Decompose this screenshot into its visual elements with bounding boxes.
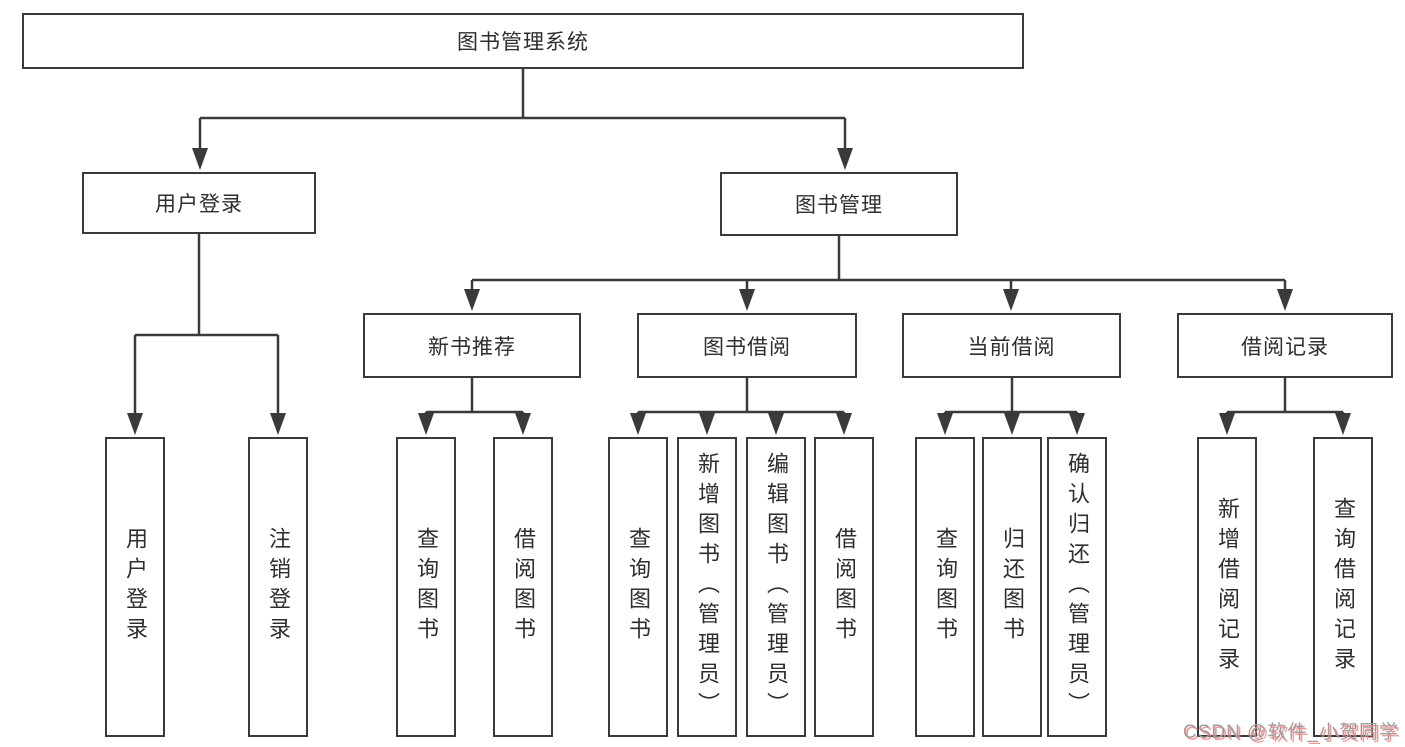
arrow-down-icon (127, 413, 143, 435)
node-user-login: 用户登录 (82, 172, 316, 234)
leaf-user-login: 用户登录 (105, 437, 165, 737)
node-label: 图书管理系统 (457, 31, 589, 54)
node-label: 借阅记录 (1241, 335, 1329, 359)
leaf-recommend-query-books: 查询图书 (396, 437, 456, 737)
arrow-down-icon (739, 289, 755, 311)
node-label: 查询借阅记录 (1331, 497, 1356, 677)
node-label: 新增借阅记录 (1215, 497, 1240, 677)
arrow-down-icon (515, 413, 531, 435)
node-label: 编辑图书（管理员） (764, 452, 789, 722)
connector-borrowing-records (1225, 378, 1345, 416)
arrow-down-icon (937, 413, 953, 435)
arrow-down-icon (837, 148, 853, 170)
node-label: 图书管理 (795, 194, 883, 217)
connector-root (198, 69, 847, 150)
node-label: 用户登录 (155, 193, 243, 216)
connector-book-management (470, 236, 1287, 292)
node-label: 当前借阅 (967, 335, 1056, 359)
node-label: 新增图书（管理员） (695, 452, 720, 722)
arrow-down-icon (699, 413, 715, 435)
arrow-down-icon (1335, 413, 1351, 435)
leaf-confirm-return-admin: 确认归还（管理员） (1047, 437, 1107, 737)
node-label: 查询图书 (933, 527, 958, 647)
node-current-borrowing: 当前借阅 (902, 313, 1121, 378)
node-label: 图书借阅 (703, 335, 791, 359)
leaf-current-query-books: 查询图书 (915, 437, 975, 737)
node-label: 新书推荐 (428, 335, 516, 359)
node-label: 归还图书 (1000, 527, 1025, 647)
arrow-down-icon (1219, 413, 1235, 435)
arrow-down-icon (1004, 413, 1020, 435)
arrow-down-icon (836, 413, 852, 435)
connector-book-borrowing (636, 378, 846, 416)
connector-new-book-recommendation (424, 378, 525, 416)
node-label: 确认归还（管理员） (1065, 452, 1090, 722)
leaf-logout-login: 注销登录 (248, 437, 308, 737)
arrow-down-icon (270, 413, 286, 435)
leaf-return-books: 归还图书 (982, 437, 1042, 737)
leaf-add-borrow-record: 新增借阅记录 (1197, 437, 1257, 737)
connector-user-login (133, 234, 280, 416)
node-new-book-recommendation: 新书推荐 (363, 313, 581, 378)
arrow-down-icon (418, 413, 434, 435)
node-borrowing-records: 借阅记录 (1177, 313, 1393, 378)
node-label: 用户登录 (123, 527, 148, 647)
csdn-watermark: CSDN @软件_小贺同学 (1183, 722, 1399, 743)
node-label: 查询图书 (414, 527, 439, 647)
node-book-borrowing: 图书借阅 (637, 313, 857, 378)
arrow-down-icon (192, 148, 208, 170)
arrow-down-icon (1003, 289, 1019, 311)
connector-current-borrowing (943, 378, 1079, 416)
leaf-borrowing-query-books: 查询图书 (608, 437, 668, 737)
leaf-recommend-borrow-books: 借阅图书 (493, 437, 553, 737)
node-book-management: 图书管理 (720, 172, 958, 236)
leaf-query-borrow-record: 查询借阅记录 (1313, 437, 1373, 737)
node-label: 注销登录 (266, 527, 291, 647)
node-label: 借阅图书 (832, 527, 857, 647)
leaf-add-book-admin: 新增图书（管理员） (677, 437, 737, 737)
arrow-down-icon (1277, 289, 1293, 311)
leaf-borrowing-borrow-books: 借阅图书 (814, 437, 874, 737)
arrow-down-icon (1069, 413, 1085, 435)
node-library-management-system: 图书管理系统 (22, 13, 1024, 69)
arrow-down-icon (464, 289, 480, 311)
leaf-edit-book-admin: 编辑图书（管理员） (746, 437, 806, 737)
node-label: 借阅图书 (511, 527, 536, 647)
node-label: 查询图书 (626, 527, 651, 647)
arrow-down-icon (768, 413, 784, 435)
arrow-down-icon (630, 413, 646, 435)
